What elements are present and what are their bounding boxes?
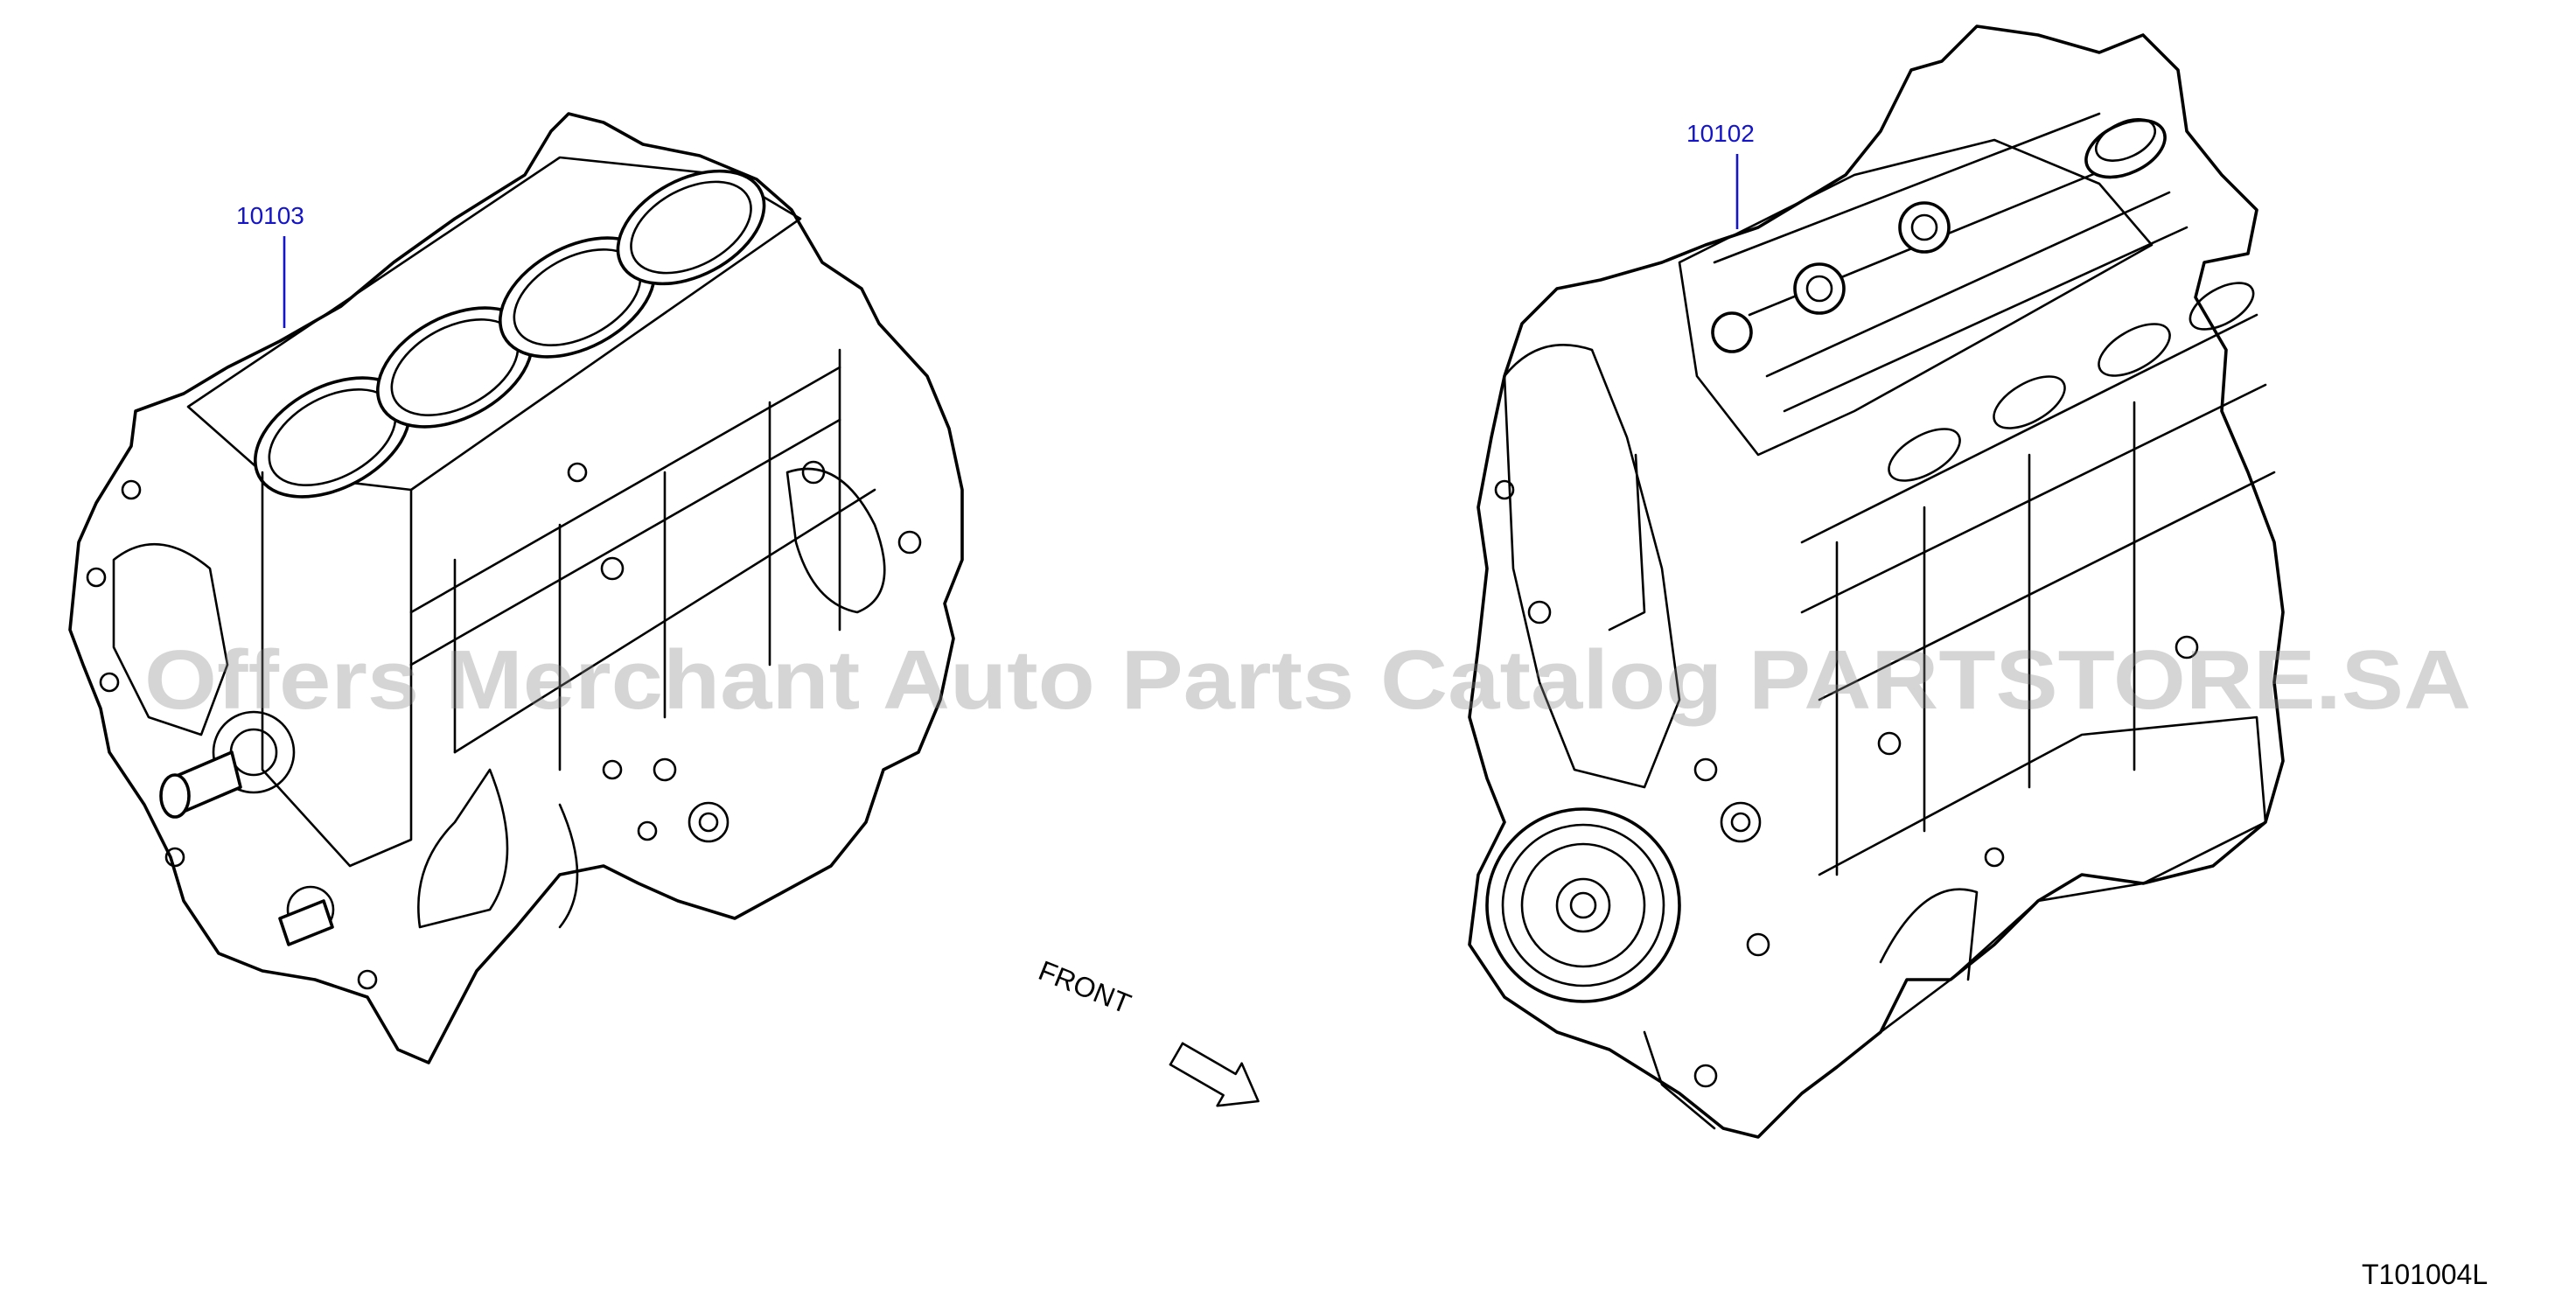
front-arrow-icon bbox=[1169, 1042, 1260, 1107]
callout-10103: 10103 bbox=[236, 202, 304, 328]
front-label: FRONT bbox=[1034, 954, 1135, 1020]
long-block-drawing bbox=[1468, 24, 2285, 1139]
front-direction-indicator: FRONT bbox=[1034, 954, 1260, 1107]
callout-label-10102: 10102 bbox=[1686, 120, 1755, 147]
short-block-drawing bbox=[68, 112, 964, 1064]
callout-label-10103: 10103 bbox=[236, 202, 304, 229]
watermark-text: Offers Merchant Auto Parts Catalog PARTS… bbox=[144, 633, 2471, 727]
callout-10102: 10102 bbox=[1686, 120, 1755, 229]
figure-code: T101004L bbox=[2362, 1259, 2488, 1290]
